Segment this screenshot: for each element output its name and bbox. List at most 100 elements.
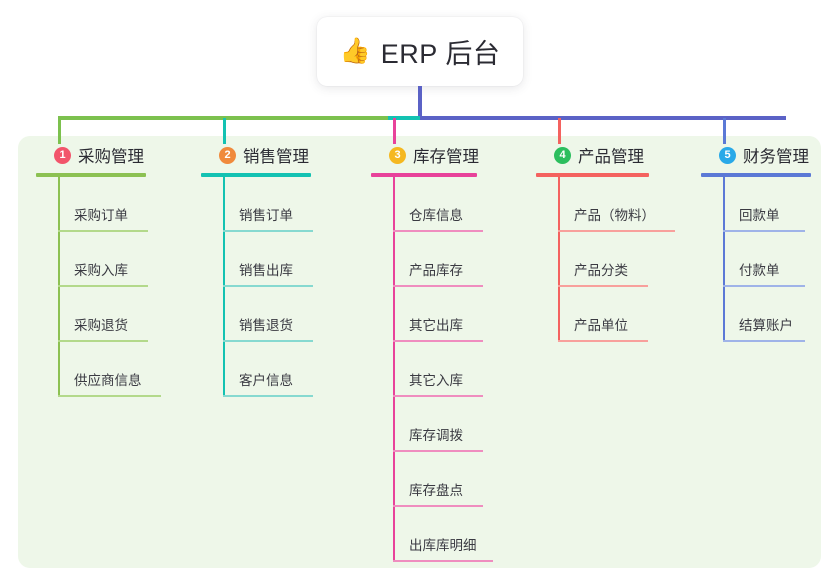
leaf-underline [558,230,675,232]
leaf-underline [723,285,805,287]
category-title-purchase: 采购管理 [78,148,144,166]
root-node-card[interactable]: 👍 ERP 后台 [317,17,523,86]
leaf-underline [393,340,483,342]
leaf-item[interactable]: 其它出库 [393,287,483,342]
leaf-label: 采购订单 [74,208,128,223]
leaf-item[interactable]: 产品（物料） [558,177,675,232]
category-title-sales: 销售管理 [243,148,309,166]
leaf-item[interactable]: 销售出库 [223,232,313,287]
leaf-label: 销售出库 [239,263,293,278]
leaf-item[interactable]: 客户信息 [223,342,313,397]
leaf-underline [393,450,483,452]
connector-drop-purchase [58,118,61,144]
leaf-item[interactable]: 销售退货 [223,287,313,342]
leaf-underline [723,230,805,232]
category-header-purchase[interactable]: 1 采购管理 [36,142,146,168]
category-underline-sales [201,173,311,177]
leaf-label: 销售订单 [239,208,293,223]
leaf-label: 采购入库 [74,263,128,278]
leaf-underline [223,340,313,342]
leaf-underline [58,395,161,397]
category-header-sales[interactable]: 2 销售管理 [201,142,311,168]
leaf-underline [223,285,313,287]
leaf-spine-inventory [393,177,395,562]
leaf-item[interactable]: 回款单 [723,177,811,232]
connector-drop-finance [723,118,726,144]
root-stem-line [418,86,422,118]
category-badge-inventory: 3 [389,146,406,164]
leaf-label: 库存调拨 [409,428,463,443]
leaf-underline [58,230,148,232]
category-underline-finance [701,173,811,177]
thumbs-up-icon: 👍 [339,37,371,65]
leaf-label: 库存盘点 [409,483,463,498]
leaf-spine-sales [223,177,225,397]
category-badge-finance: 5 [719,146,736,164]
category-underline-purchase [36,173,146,177]
leaf-list-finance: 回款单付款单结算账户 [723,177,811,342]
leaf-label: 销售退货 [239,318,293,333]
leaf-item[interactable]: 供应商信息 [58,342,161,397]
leaf-list-product: 产品（物料） 产品分类产品单位 [558,177,675,342]
leaf-label: 仓库信息 [409,208,463,223]
leaf-label: 产品单位 [574,318,628,333]
category-header-product[interactable]: 4 产品管理 [536,142,649,168]
leaf-item[interactable]: 付款单 [723,232,811,287]
leaf-underline [558,285,648,287]
leaf-item[interactable]: 仓库信息 [393,177,483,232]
leaf-spine-purchase [58,177,60,397]
leaf-item[interactable]: 结算账户 [723,287,811,342]
leaf-underline [223,230,313,232]
diagram-background-panel [18,136,821,568]
category-header-finance[interactable]: 5 财务管理 [701,142,811,168]
leaf-underline [393,285,483,287]
category-column-finance: 5 财务管理回款单付款单结算账户 [701,142,811,342]
category-badge-product: 4 [554,146,571,164]
leaf-underline [723,340,805,342]
leaf-item[interactable]: 产品库存 [393,232,483,287]
leaf-underline [393,560,493,562]
connector-drop-product [558,118,561,144]
leaf-label: 产品分类 [574,263,628,278]
leaf-item[interactable]: 采购订单 [58,177,148,232]
leaf-item[interactable]: 销售订单 [223,177,313,232]
category-underline-product [536,173,649,177]
root-node-title: ERP 后台 [380,39,501,69]
leaf-label: 采购退货 [74,318,128,333]
connector-drop-sales [223,118,226,144]
leaf-item[interactable]: 采购入库 [58,232,148,287]
leaf-underline [393,505,483,507]
root-node-content: 👍 ERP 后台 [340,32,501,71]
leaf-label: 出库库明细 [409,538,477,553]
leaf-label: 其它出库 [409,318,463,333]
leaf-item[interactable]: 产品单位 [558,287,649,342]
category-underline-inventory [371,173,477,177]
category-title-finance: 财务管理 [743,148,809,166]
category-column-inventory: 3 库存管理仓库信息产品库存其它出库其它入库库存调拨库存盘点出库库明细 [371,142,493,562]
leaf-label: 其它入库 [409,373,463,388]
leaf-spine-product [558,177,560,342]
leaf-underline [58,340,148,342]
leaf-item[interactable]: 产品分类 [558,232,649,287]
leaf-underline [393,230,483,232]
bus-segment-blue [420,116,786,120]
category-badge-sales: 2 [219,146,236,164]
leaf-list-sales: 销售订单销售出库销售退货客户信息 [223,177,313,397]
category-header-inventory[interactable]: 3 库存管理 [371,142,479,168]
leaf-label: 产品库存 [409,263,463,278]
leaf-list-purchase: 采购订单采购入库采购退货供应商信息 [58,177,161,397]
leaf-item[interactable]: 库存调拨 [393,397,483,452]
category-column-product: 4 产品管理产品（物料） 产品分类产品单位 [536,142,675,342]
category-title-inventory: 库存管理 [413,148,479,166]
leaf-label: 供应商信息 [74,373,142,388]
category-title-product: 产品管理 [578,148,644,166]
leaf-label: 产品（物料） [574,208,655,223]
leaf-item[interactable]: 其它入库 [393,342,483,397]
leaf-list-inventory: 仓库信息产品库存其它出库其它入库库存调拨库存盘点出库库明细 [393,177,493,562]
leaf-underline [393,395,483,397]
leaf-item[interactable]: 采购退货 [58,287,148,342]
category-badge-purchase: 1 [54,146,71,164]
leaf-item[interactable]: 库存盘点 [393,452,483,507]
leaf-item[interactable]: 出库库明细 [393,507,493,562]
leaf-label: 回款单 [739,208,780,223]
